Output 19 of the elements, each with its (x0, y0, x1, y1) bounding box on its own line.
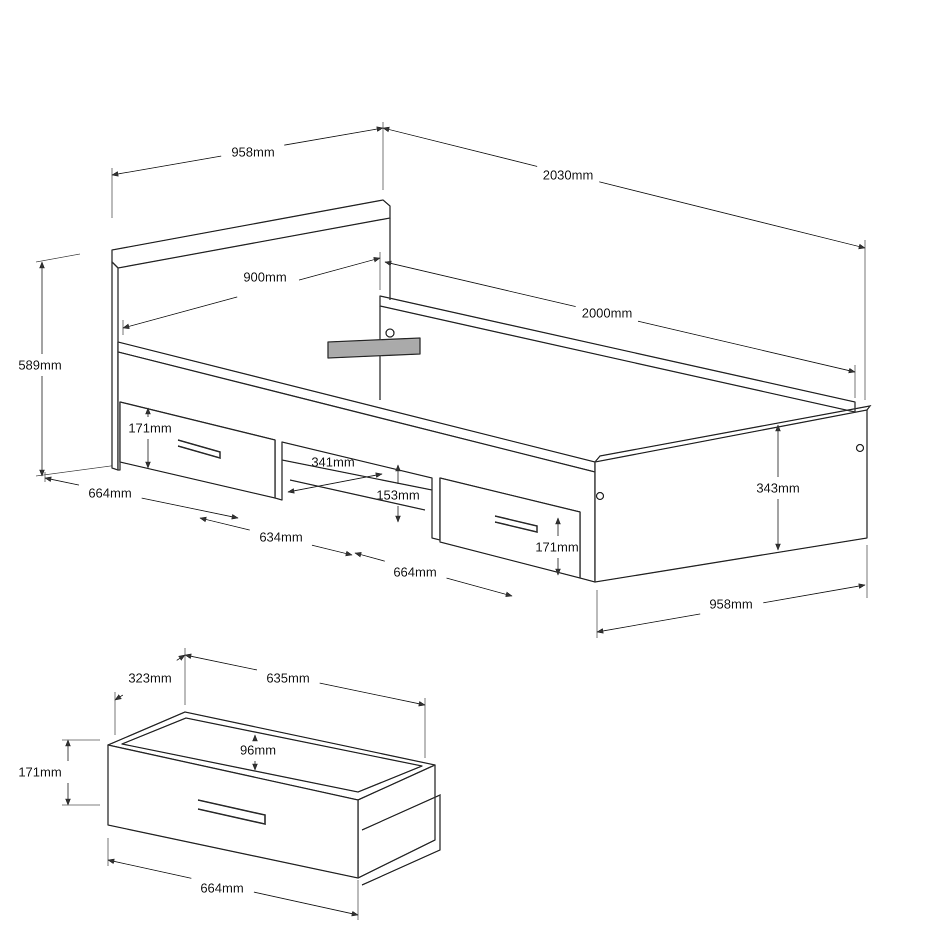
dimension-label: 153mm (376, 488, 420, 502)
dimension-label: 589mm (18, 358, 62, 372)
dimension-label: 341mm (311, 454, 355, 470)
dimension-label: 171mm (128, 420, 172, 436)
dimension-label: 900mm (243, 270, 287, 284)
dimension-label: 634mm (259, 530, 303, 544)
dimension-label: 2000mm (582, 306, 632, 320)
dimension-label: 958mm (709, 596, 753, 612)
dimension-label: 96mm (240, 742, 276, 758)
dimension-label: 664mm (88, 486, 132, 500)
dimension-label: 2030mm (542, 168, 594, 182)
dimension-label: 171mm (535, 540, 579, 554)
dimension-label: 323mm (128, 670, 172, 686)
dimension-label: 635mm (266, 670, 310, 686)
dimension-label: 664mm (393, 564, 437, 580)
dimension-label: 958mm (231, 144, 275, 160)
dimension-label: 343mm (756, 480, 800, 496)
dimension-label: 664mm (200, 880, 244, 896)
dimension-label: 171mm (18, 764, 62, 780)
